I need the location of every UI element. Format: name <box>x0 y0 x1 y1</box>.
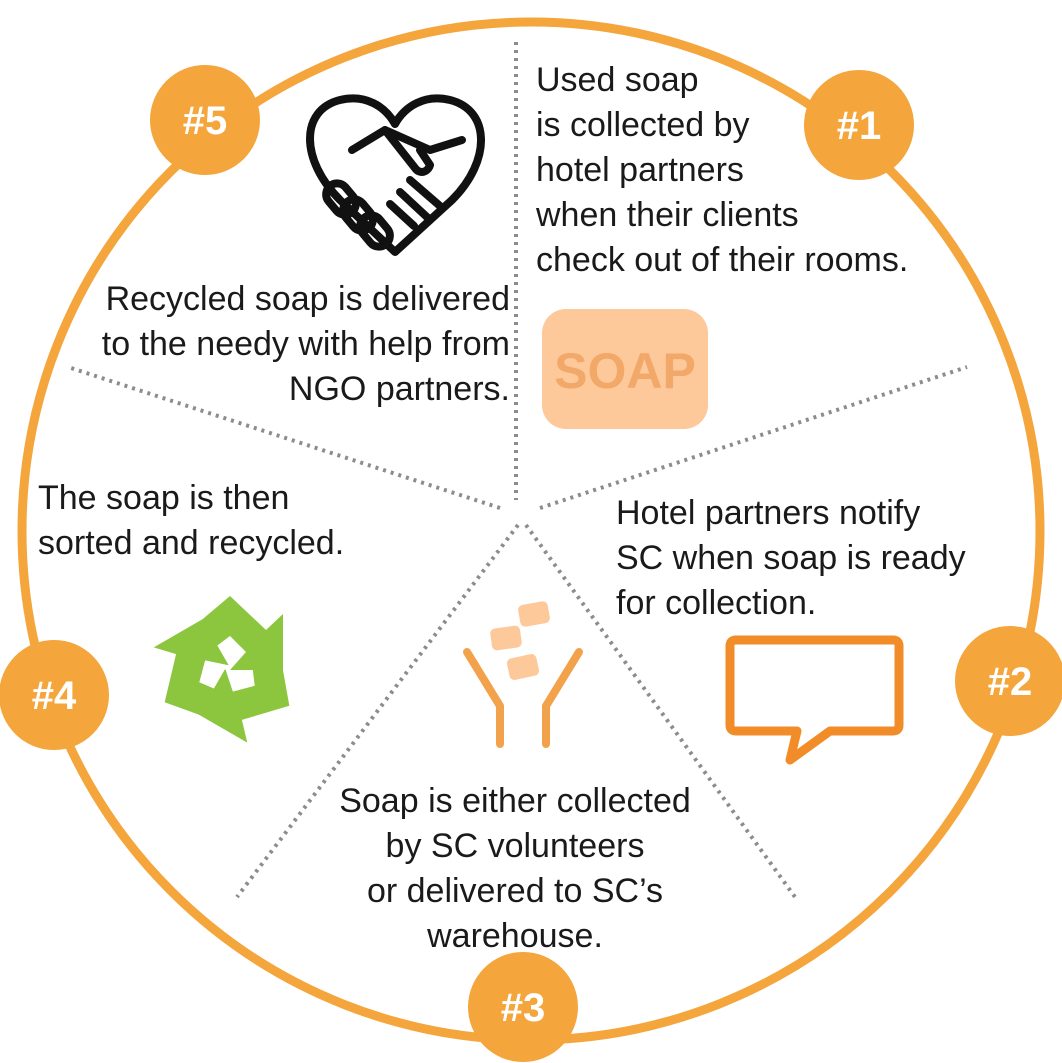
svg-text:#4: #4 <box>32 674 77 718</box>
soap-cube <box>518 601 550 627</box>
svg-text:#1: #1 <box>837 104 882 148</box>
soap-cube <box>490 625 522 651</box>
step-badge-5: #5 <box>150 65 260 175</box>
dividers <box>70 42 968 899</box>
soap-bar-icon: SOAP <box>542 309 708 429</box>
step-badge-4: #4 <box>0 640 109 750</box>
step-3-text: Soap is either collected by SC volunteer… <box>339 782 691 955</box>
svg-text:#5: #5 <box>183 99 228 143</box>
step-badge-1: #1 <box>804 70 914 180</box>
svg-text:SOAP: SOAP <box>554 343 696 399</box>
step-5-text: Recycled soap is delivered to the needy … <box>101 280 510 408</box>
step-2-text: Hotel partners notify SC when soap is re… <box>616 494 966 622</box>
step-badge-3: #3 <box>468 952 578 1062</box>
speech-bubble-icon <box>725 635 904 765</box>
heart-handshake-icon <box>306 94 485 256</box>
step-1-text: Used soap is collected by hotel partners… <box>536 61 909 279</box>
recycle-icon <box>153 596 290 743</box>
soap-cube <box>506 654 540 680</box>
chute-right-arm <box>542 648 583 748</box>
divider-left <box>70 366 501 510</box>
svg-text:#2: #2 <box>988 660 1033 704</box>
svg-text:#3: #3 <box>501 986 546 1030</box>
step-badge-2: #2 <box>955 626 1062 736</box>
soap-chute-icon <box>463 601 583 748</box>
step-4-text: The soap is then sorted and recycled. <box>38 479 345 562</box>
divider-right <box>539 365 968 510</box>
chute-left-arm <box>463 648 504 748</box>
divider-bottom-left <box>235 523 520 899</box>
